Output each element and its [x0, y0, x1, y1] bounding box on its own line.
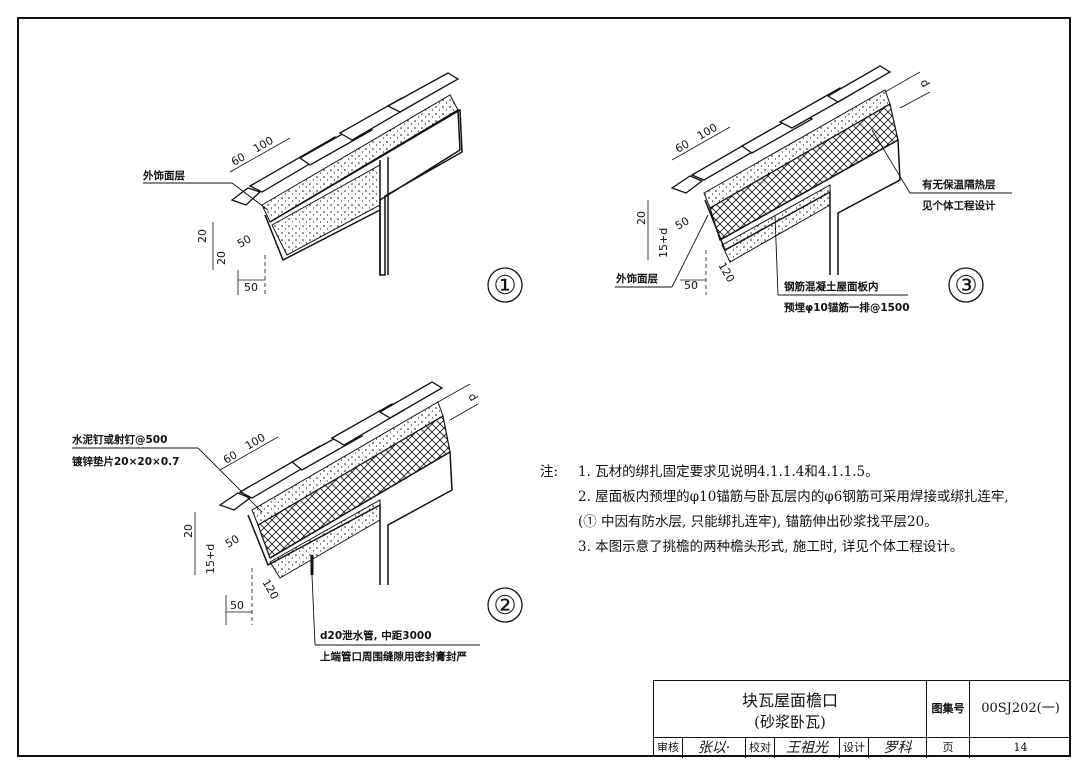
- label-rebar1-3: 钢筋混凝土屋面板内: [784, 280, 879, 293]
- roof-slab-1: [269, 108, 463, 276]
- tile-courses-2: [218, 381, 444, 511]
- design-signature: 罗科: [869, 738, 927, 758]
- dim-100-1: 100: [251, 134, 276, 156]
- notes-prefix: 注:: [540, 464, 559, 480]
- signature-row: 审核 张以· 校对 王祖光 设计 罗科 页 14: [654, 737, 1071, 758]
- review-label: 审核: [654, 738, 683, 758]
- atlas-number: 00SJ202(一): [981, 701, 1060, 716]
- detail-number-3: ③: [954, 271, 977, 301]
- dim-100-3: 100: [695, 121, 720, 143]
- dim-15d-3: 15+d: [657, 228, 670, 258]
- check-signature: 王祖光: [775, 738, 840, 758]
- dim-120-3: 120: [715, 260, 737, 285]
- dim-120-2: 120: [259, 577, 281, 602]
- label-rebar2-3: 预埋φ10锚筋一排@1500: [784, 301, 910, 314]
- check-label: 校对: [746, 738, 775, 758]
- dim-d-3: d: [917, 77, 932, 90]
- label-insul1-3: 有无保温隔热层: [922, 178, 996, 191]
- detail-number-1: ①: [493, 271, 516, 301]
- atlas-label: 图集号: [927, 681, 970, 737]
- notes: 注: 1. 瓦材的绑扎固定要求见说明4.1.1.4和4.1.1.5。 2. 屋面板…: [540, 460, 1070, 560]
- note-row-3: (① 中因有防水层, 只能绑扎连牢), 锚筋伸出砂浆找平层20。: [540, 510, 1070, 535]
- dim-20-2: 20: [182, 524, 195, 538]
- page-label: 页: [927, 738, 970, 758]
- label-drain-2: d20泄水管, 中距3000: [320, 629, 432, 642]
- dim-20-3: 20: [635, 211, 648, 225]
- tile-courses-1: [230, 72, 460, 206]
- dim-20b-1: 20: [215, 251, 228, 265]
- title-block: 块瓦屋面檐口 (砂浆卧瓦) 图集号 00SJ202(一) 审核 张以· 校对 王…: [653, 680, 1071, 758]
- detail-number-2: ②: [493, 591, 516, 621]
- note-row-4: 3. 本图示意了挑檐的两种檐头形式, 施工时, 详见个体工程设计。: [540, 535, 1070, 560]
- label-finish-3: 外饰面层: [615, 272, 658, 285]
- page-number: 14: [1013, 741, 1028, 754]
- title-sub: (砂浆卧瓦): [754, 713, 826, 731]
- dim-100-2: 100: [243, 431, 268, 453]
- dim-50h-3: 50: [684, 279, 698, 292]
- dim-50-1: 50: [235, 232, 254, 250]
- detail-2: d 水泥钉或射钉@500 镀锌垫片20×20×0.7 d20泄水管, 中距300…: [71, 381, 523, 663]
- note-line-3: (① 中因有防水层, 只能绑扎连牢), 锚筋伸出砂浆找平层20。: [578, 514, 938, 530]
- dim-60-3: 60: [673, 137, 692, 155]
- dim-15d-2: 15+d: [204, 544, 217, 574]
- title-main: 块瓦屋面檐口: [741, 691, 838, 710]
- label-insul2-3: 见个体工程设计: [922, 199, 996, 212]
- dim-50h-1: 50: [244, 281, 258, 294]
- detail-1: 外饰面层 60 100 20 50 20 50 ①: [142, 72, 523, 303]
- dim-50h-2: 50: [230, 599, 244, 612]
- note-line-2: 2. 屋面板内预埋的φ10锚筋与卧瓦层内的φ6钢筋可采用焊接或绑扎连牢,: [578, 489, 1009, 505]
- label-washer-2: 镀锌垫片20×20×0.7: [72, 455, 179, 468]
- label-finish-1: 外饰面层: [142, 169, 185, 182]
- review-signature: 张以·: [683, 738, 746, 758]
- drawing-title: 块瓦屋面檐口 (砂浆卧瓦): [654, 681, 927, 737]
- label-nail-2: 水泥钉或射钉@500: [71, 433, 167, 446]
- note-row-2: 2. 屋面板内预埋的φ10锚筋与卧瓦层内的φ6钢筋可采用焊接或绑扎连牢,: [540, 485, 1070, 510]
- note-row-1: 注: 1. 瓦材的绑扎固定要求见说明4.1.1.4和4.1.1.5。: [540, 460, 1070, 485]
- dim-60-1: 60: [229, 150, 248, 168]
- tile-courses-3: [670, 65, 892, 194]
- dim-60-2: 60: [221, 448, 240, 466]
- dim-50-2: 50: [223, 532, 242, 550]
- label-seal-2: 上端管口周围缝隙用密封膏封严: [320, 650, 467, 663]
- sheet-border: [17, 17, 1071, 757]
- dim-50-3: 50: [673, 214, 692, 232]
- note-line-4: 3. 本图示意了挑檐的两种檐头形式, 施工时, 详见个体工程设计。: [578, 539, 964, 555]
- note-line-1: 1. 瓦材的绑扎固定要求见说明4.1.1.4和4.1.1.5。: [578, 464, 879, 480]
- detail-3: d 有无保温隔热层 见个体工程设计 外饰面层 钢筋混凝土屋面板内 预埋φ10锚筋…: [615, 65, 1012, 314]
- dim-20a-1: 20: [196, 229, 209, 243]
- dim-d-2: d: [465, 391, 480, 404]
- design-label: 设计: [840, 738, 869, 758]
